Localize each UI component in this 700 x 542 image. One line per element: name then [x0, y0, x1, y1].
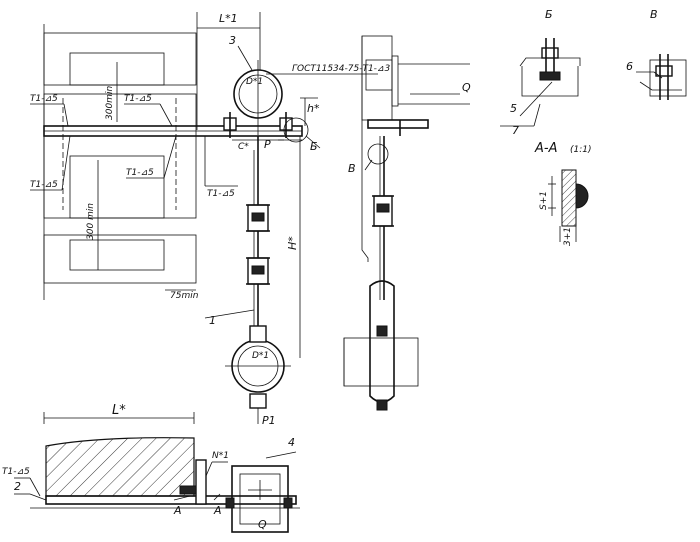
c-dim-label: C* [238, 142, 249, 152]
item-7-label: 7 [512, 124, 519, 137]
view-v-title: В [650, 8, 658, 21]
l1-dim-label: L*1 [219, 12, 238, 25]
item-6-label: 6 [626, 60, 633, 73]
detail-v [636, 54, 687, 100]
v-mark: В [348, 162, 356, 175]
dim-300-top: 300min [105, 86, 115, 120]
weld-label-bottom-left: Т1-⊿5 [2, 467, 30, 477]
gost-note: ГОСТ11534-75-Т1-⊿3 [292, 64, 390, 74]
weld-label-top-left: Т1-⊿5 [30, 94, 58, 104]
view-b-title: Б [545, 8, 553, 21]
d-bottom-label: D*1 [252, 351, 269, 361]
p-mark: P [264, 138, 271, 151]
n-dim-label: N*1 [212, 451, 229, 461]
bottom-view [14, 412, 300, 533]
L-dim-label: L* [112, 403, 126, 418]
H-dim-label: H* [286, 236, 299, 250]
item-5-label: 5 [510, 102, 517, 115]
plan-view [30, 12, 378, 424]
item-4-label: 4 [288, 436, 295, 449]
d-top-label: D*1 [246, 77, 263, 87]
q-mark: Q [462, 81, 471, 94]
dim-75-label: 75min [170, 291, 199, 301]
item-1-label: 1 [209, 314, 216, 327]
section-aa [548, 169, 589, 242]
q-bottom-label: Q [258, 518, 267, 531]
item-2-label: 2 [14, 480, 21, 493]
section-aa-scale: (1:1) [570, 145, 592, 155]
weld-label-top-mid: Т1-⊿5 [124, 94, 152, 104]
detail-b [500, 38, 581, 127]
section-a-left: А [173, 504, 182, 517]
s-dim-label: S+1 [539, 191, 549, 210]
b-mark: Б [310, 140, 318, 153]
weld-label-mid-mid: Т1-⊿5 [126, 168, 154, 178]
section-a-right: А [213, 504, 222, 517]
weld-label-mid-right: Т1-⊿5 [207, 189, 235, 199]
h-dim-label: h* [307, 102, 320, 115]
three-dim-label: 3+1 [563, 227, 573, 246]
section-aa-title: А-А [534, 141, 557, 156]
p1-mark: P1 [262, 414, 276, 427]
side-view [343, 35, 470, 411]
weld-label-mid-left: Т1-⊿5 [30, 180, 58, 190]
dim-300-bottom: 300 min [86, 203, 96, 240]
item-3-label: 3 [229, 34, 236, 47]
